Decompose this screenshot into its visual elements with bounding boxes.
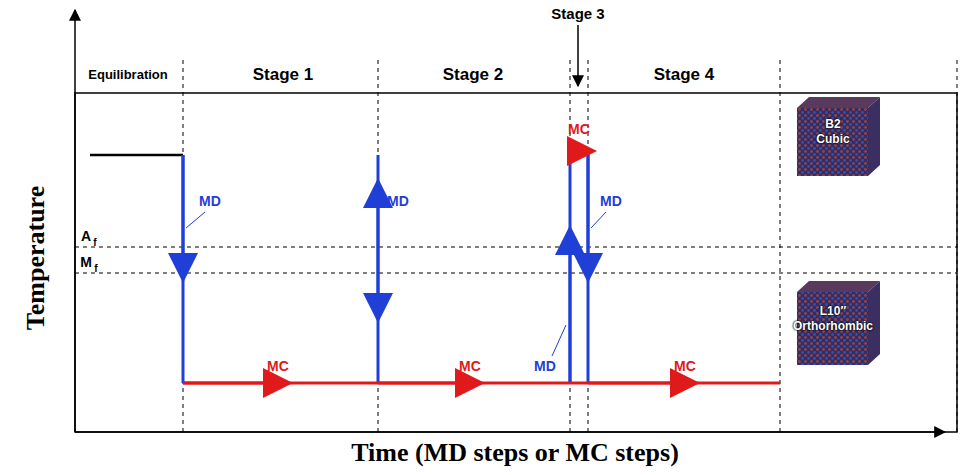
leader-line: [186, 212, 205, 228]
step-label: MC: [459, 359, 481, 374]
step-label: MD: [534, 359, 556, 374]
temperature-subscript: f: [93, 237, 96, 248]
axis-title: Temperature: [22, 186, 51, 330]
temperature-subscript: f: [94, 263, 97, 274]
equilibration-line: [90, 154, 183, 157]
stage-label: Stage 3: [551, 6, 604, 23]
stage-label: Stage 2: [443, 66, 503, 85]
step-label: MC: [568, 122, 590, 137]
step-label: MC: [267, 359, 289, 374]
stage-label: Stage 4: [654, 66, 714, 85]
md-lines: [183, 150, 588, 383]
step-label: MD: [199, 194, 221, 209]
stage-label: Stage 1: [253, 66, 313, 85]
frame: [75, 93, 957, 432]
axis-title: Time (MD steps or MC steps): [351, 439, 679, 468]
temperature-mark: M: [80, 255, 92, 270]
phase-label: Orthorhombic: [793, 320, 873, 333]
step-label: MD: [387, 194, 409, 209]
step-label: MD: [600, 194, 622, 209]
step-label: MC: [674, 359, 696, 374]
stage3-pointer: [577, 25, 579, 86]
stage-label: Equilibration: [88, 68, 167, 82]
leader-line: [552, 325, 566, 356]
phase-label: L10″: [820, 305, 846, 318]
temperature-mark: A: [81, 229, 91, 244]
stage-dividers: [75, 60, 957, 432]
leader-line: [591, 212, 606, 228]
b2-cube: [797, 97, 880, 176]
mc-lines: [183, 151, 780, 383]
phase-label: Cubic: [816, 133, 849, 146]
phase-label: B2: [825, 118, 840, 131]
